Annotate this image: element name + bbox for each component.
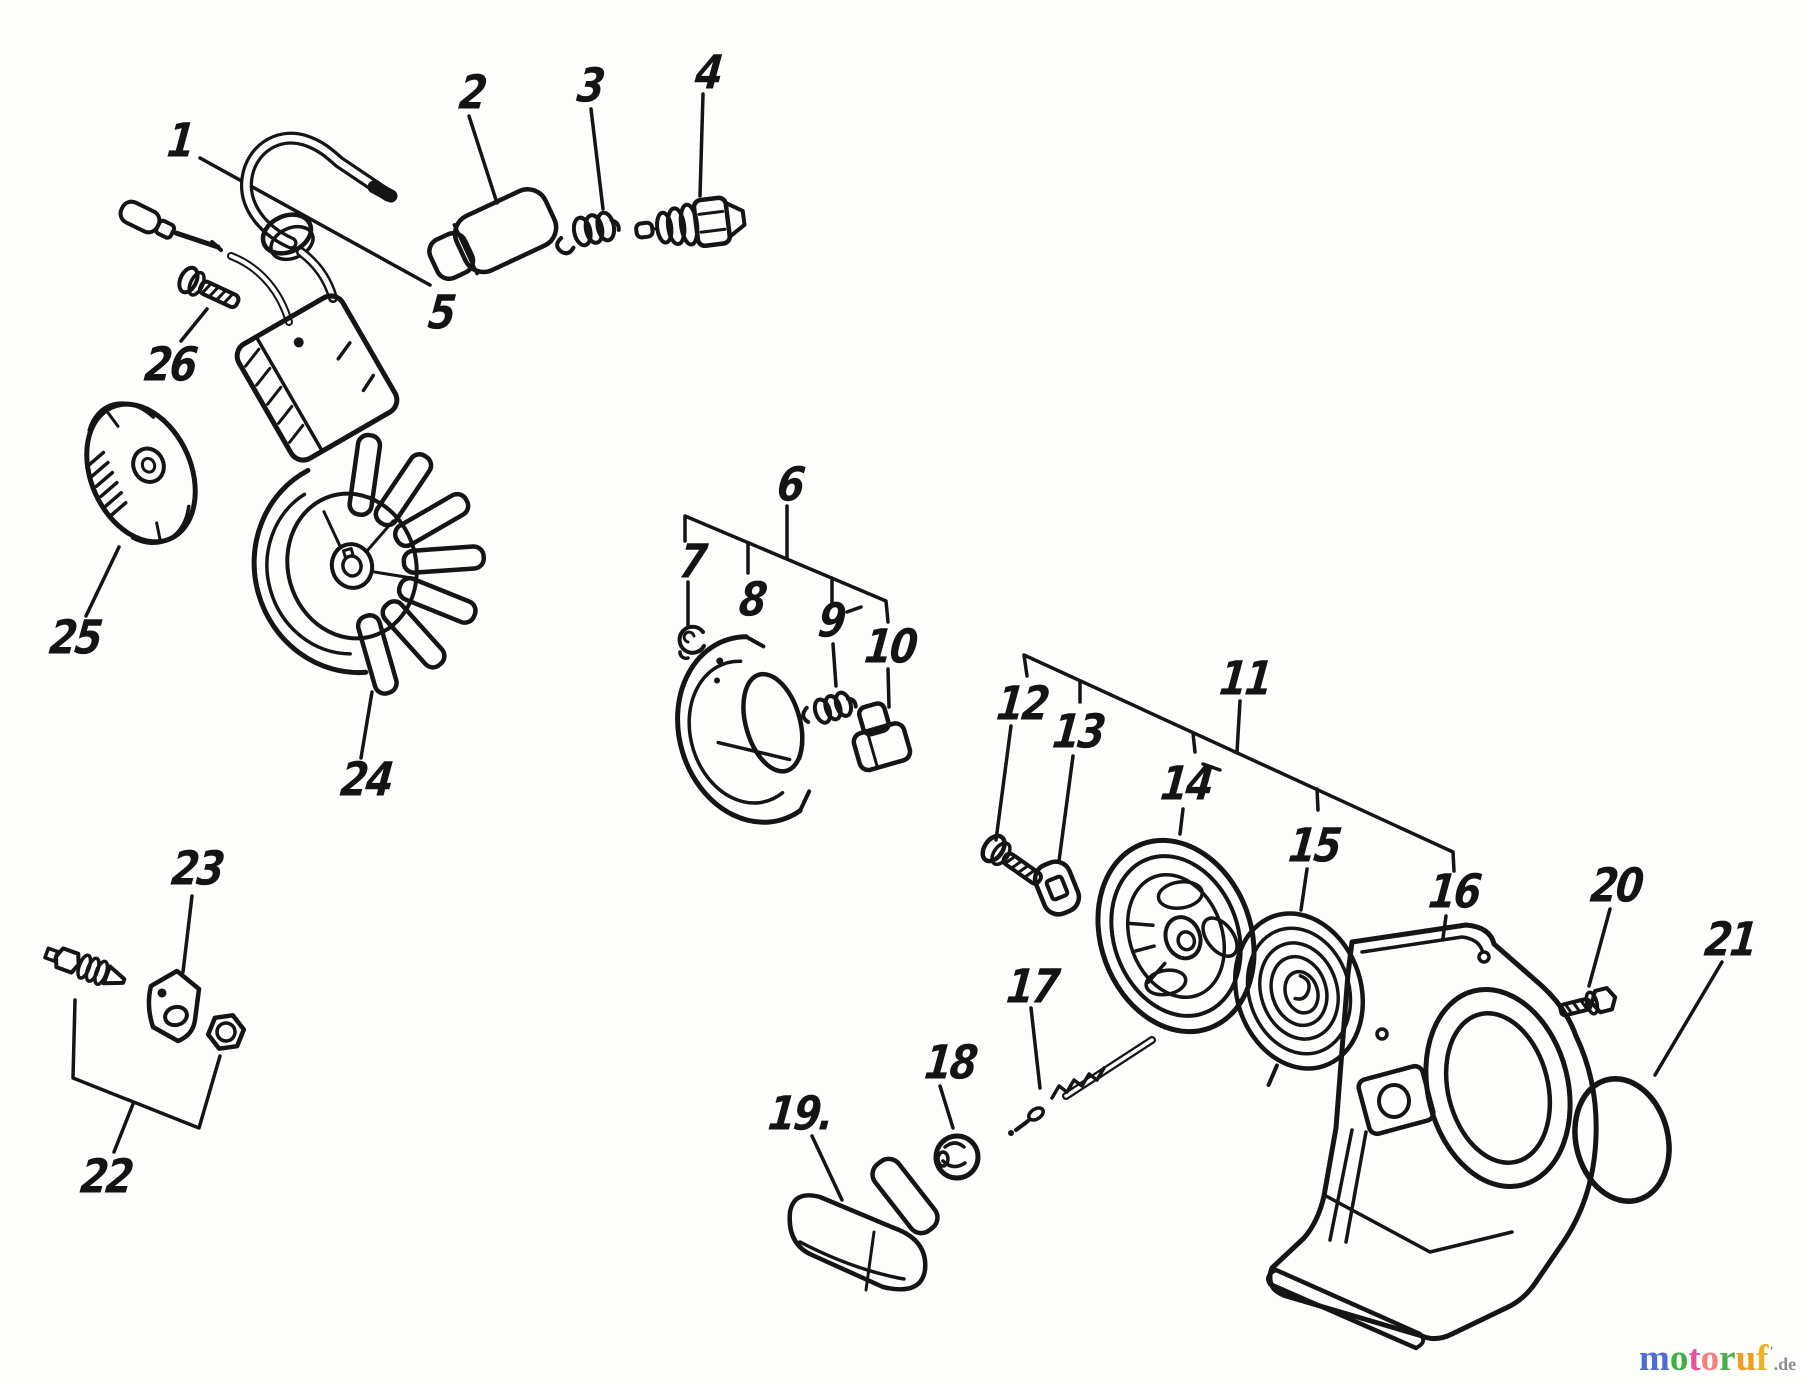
callout-4: 4 <box>692 45 724 101</box>
bracket-22 <box>71 998 222 1154</box>
callout-12: 12 <box>993 676 1051 732</box>
leader-18 <box>938 1084 955 1130</box>
pawl <box>851 701 913 773</box>
logo-letter: o <box>1669 1338 1689 1379</box>
callout-7: 7 <box>676 534 708 590</box>
callout-22: 22 <box>77 1149 135 1205</box>
leader-24 <box>359 690 374 760</box>
motoruf-logo: motoruf'.de <box>1639 1340 1796 1377</box>
spark-plug-wire <box>239 131 398 250</box>
clutch <box>84 401 198 546</box>
logo-letter: t <box>1688 1338 1701 1379</box>
leader-15 <box>1299 867 1309 912</box>
leader-17 <box>1029 1006 1042 1090</box>
leader-1-5 <box>198 156 432 287</box>
leader-19 <box>810 1134 844 1202</box>
callout-25: 25 <box>46 610 104 666</box>
callout-10: 10 <box>861 619 919 675</box>
callout-9: 9 <box>815 593 847 649</box>
kill-wire-terminal <box>118 199 223 252</box>
rope-knob <box>933 1133 981 1181</box>
terminal-spring <box>555 210 621 256</box>
washer <box>1032 859 1082 917</box>
callout-14: 14 <box>1157 756 1215 812</box>
logo-letter: o <box>1700 1338 1720 1379</box>
bracket-11 <box>1022 653 1456 873</box>
nut <box>205 1013 247 1051</box>
leader-20 <box>1587 907 1612 988</box>
leader-4 <box>698 92 705 198</box>
callout-26: 26 <box>141 337 199 393</box>
callout-6: 6 <box>774 457 806 513</box>
leader-23 <box>181 894 194 974</box>
coil-lead-wire <box>227 247 338 326</box>
starter-housing <box>1266 922 1599 1351</box>
callout-13: 13 <box>1049 704 1107 760</box>
pawl-spring <box>801 690 858 725</box>
logo-letter: m <box>1639 1338 1670 1379</box>
seal-ring <box>1572 1076 1672 1204</box>
callout-17: 17 <box>1003 959 1061 1015</box>
leader-3 <box>589 107 605 211</box>
flywheel-fins <box>347 432 487 696</box>
spark-plug-boot <box>427 187 559 282</box>
flywheel <box>251 432 487 696</box>
coil-screw <box>177 265 241 310</box>
e-clip <box>677 624 706 661</box>
callout-2: 2 <box>456 65 488 121</box>
starter-cam <box>675 634 812 825</box>
callout-20: 20 <box>1587 858 1645 914</box>
logo-letter: f <box>1756 1338 1769 1379</box>
leader-10 <box>886 667 891 709</box>
callout-11: 11 <box>1216 651 1274 707</box>
leader-21 <box>1653 960 1724 1077</box>
rewind-spring <box>1232 911 1366 1088</box>
wire-grommet <box>260 212 315 262</box>
bracket-plate <box>146 968 202 1044</box>
rope-pulley <box>1095 837 1257 1035</box>
stem-11 <box>1235 699 1242 754</box>
ignition-coil <box>234 293 400 463</box>
leader-26 <box>179 307 209 343</box>
leader-13 <box>1057 754 1075 863</box>
callout-19: 19. <box>765 1086 835 1142</box>
callout-18: 18 <box>921 1035 979 1091</box>
callout-8: 8 <box>736 572 768 628</box>
logo-letter: r <box>1719 1338 1736 1379</box>
housing-screw <box>1558 986 1618 1018</box>
callout-23: 23 <box>168 841 226 897</box>
callout-3: 3 <box>574 58 606 114</box>
leader-9 <box>831 605 863 688</box>
logo-tld: .de <box>1773 1354 1797 1374</box>
callout-21: 21 <box>1701 912 1759 968</box>
callout-5: 5 <box>425 285 457 341</box>
callout-16: 16 <box>1425 864 1483 920</box>
callout-1: 1 <box>164 113 196 169</box>
callout-15: 15 <box>1285 818 1343 874</box>
leader-12 <box>994 724 1013 842</box>
switch-bolt <box>43 946 127 986</box>
starter-screw <box>980 833 1043 886</box>
starter-handle <box>787 1156 940 1292</box>
leader-25 <box>84 545 121 618</box>
logo-trademark: ' <box>1769 1344 1774 1360</box>
starter-shaft <box>1008 1036 1156 1136</box>
leader-14 <box>1178 762 1222 836</box>
logo-letter: u <box>1735 1338 1757 1379</box>
callout-24: 24 <box>337 752 395 808</box>
leader-2 <box>467 114 499 205</box>
spark-plug <box>634 195 747 249</box>
